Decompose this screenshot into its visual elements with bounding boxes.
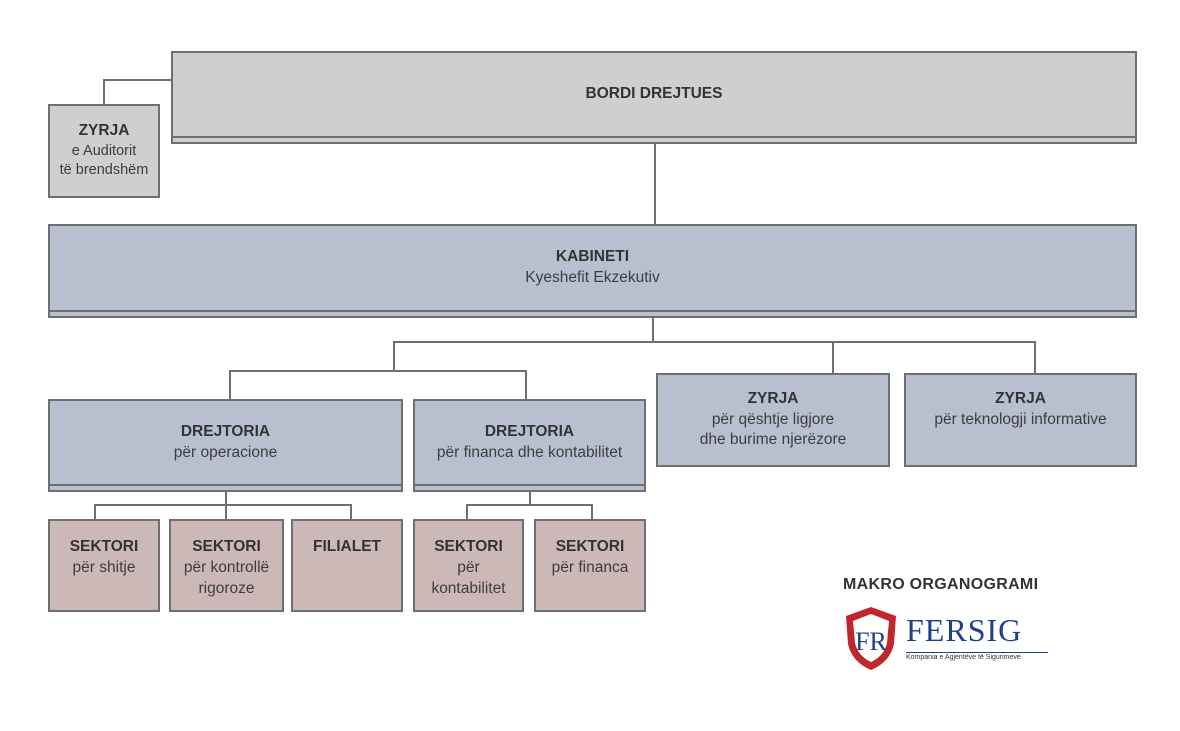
connector (525, 370, 527, 400)
audit-office-title: ZYRJA (78, 121, 130, 139)
connector (654, 144, 656, 225)
branches-title: FILIALET (312, 538, 382, 555)
office-subtitle: për teknologji informative (934, 410, 1107, 428)
sector-title: SEKTORI (69, 538, 139, 555)
sector-subtitle: për kontrollë rigoroze (183, 558, 270, 597)
sector-subtitle: për kontabilitet (431, 558, 506, 597)
directorate-title: DREJTORIA (180, 422, 271, 440)
connector (466, 504, 468, 520)
connector (103, 79, 172, 81)
sector-finance-box: SEKTORI për financa (534, 519, 646, 612)
connector (229, 370, 527, 372)
connector (529, 492, 531, 505)
branches-box: FILIALET (291, 519, 403, 612)
cabinet-title: KABINETI (555, 248, 630, 266)
sector-accounting-box: SEKTORI për kontabilitet (413, 519, 524, 612)
connector (229, 370, 231, 400)
connector (350, 504, 352, 520)
connector (1034, 341, 1036, 374)
audit-office-subtitle: e Auditorit të brendshëm (59, 142, 149, 179)
directorate-subtitle: për operacione (173, 443, 278, 461)
cabinet-subtitle: Kyeshefit Ekzekutiv (525, 269, 660, 286)
sector-subtitle: për financa (551, 558, 629, 576)
sector-subtitle: për shitje (72, 558, 136, 576)
cabinet-box: KABINETI Kyeshefit Ekzekutiv (48, 224, 1137, 318)
svg-text:FR: FR (855, 627, 887, 656)
connector (652, 318, 654, 342)
connector (94, 504, 96, 520)
sector-title: SEKTORI (555, 538, 625, 555)
connector (225, 504, 227, 520)
audit-office-box: ZYRJA e Auditorit të brendshëm (48, 104, 160, 198)
office-title: ZYRJA (747, 389, 799, 407)
connector (591, 504, 593, 520)
brand-tagline: Kompania e Agjentëve të Sigurimeve (906, 654, 1021, 661)
connector (103, 79, 105, 105)
directorate-finance-box: DREJTORIA për financa dhe kontabilitet (413, 399, 646, 492)
office-it-box: ZYRJA për teknologji informative (904, 373, 1137, 467)
office-subtitle: për qështje ligjore dhe burime njerëzore (699, 410, 847, 449)
connector (225, 492, 227, 505)
connector (393, 341, 395, 371)
shield-icon: FR (846, 607, 896, 670)
directorate-subtitle: për financa dhe kontabilitet (436, 443, 623, 461)
sector-title: SEKTORI (434, 538, 503, 555)
sector-title: SEKTORI (192, 538, 261, 555)
board-box: BORDI DREJTUES (171, 51, 1137, 144)
office-title: ZYRJA (995, 390, 1046, 407)
sector-sales-box: SEKTORI për shitje (48, 519, 160, 612)
connector (832, 341, 834, 374)
fersig-logo: FR FERSIG Kompania e Agjentëve të Siguri… (842, 604, 1057, 674)
directorate-operations-box: DREJTORIA për operacione (48, 399, 403, 492)
connector (393, 341, 1036, 343)
directorate-title: DREJTORIA (484, 422, 575, 440)
connector (466, 504, 593, 506)
organogram-heading: MAKRO ORGANOGRAMI (843, 576, 1039, 593)
board-title: BORDI DREJTUES (585, 85, 723, 103)
sector-control-box: SEKTORI për kontrollë rigoroze (169, 519, 284, 612)
connector (94, 504, 352, 506)
brand-name: FERSIG (906, 612, 1023, 648)
office-legal-hr-box: ZYRJA për qështje ligjore dhe burime nje… (656, 373, 890, 467)
brand-underline (906, 652, 1048, 653)
